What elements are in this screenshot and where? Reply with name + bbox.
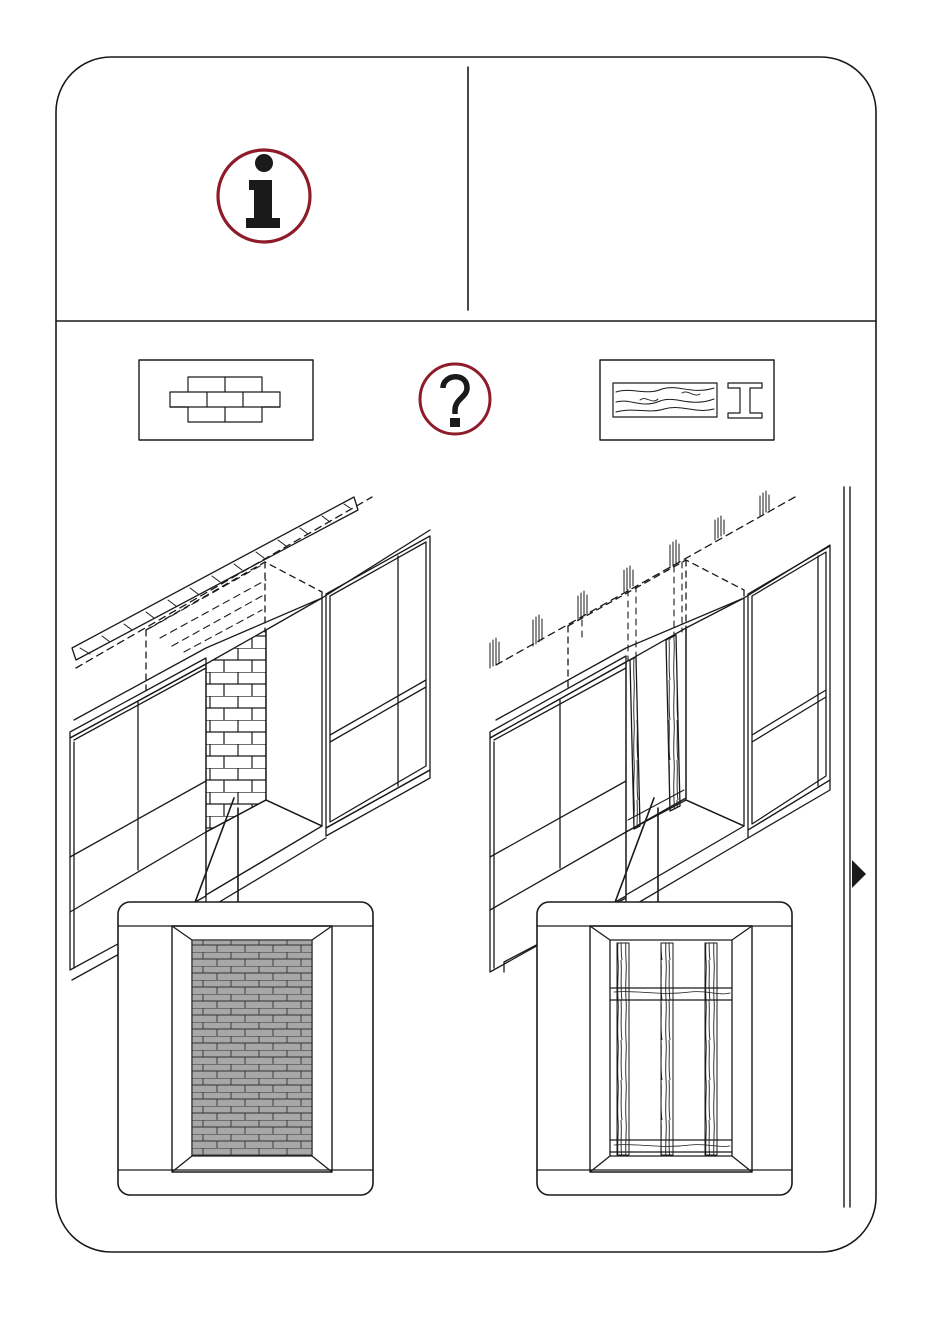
question-icon [420, 364, 490, 434]
wood-detail-callout [537, 798, 792, 1195]
steel-i-beam-icon [728, 383, 762, 418]
next-page-arrow-icon[interactable] [852, 860, 866, 888]
brick-detail-callout [118, 798, 373, 1195]
info-icon [218, 150, 310, 242]
wood-wall-isometric [490, 491, 830, 972]
wood-grain-icon [600, 360, 774, 440]
brick-icon [139, 360, 313, 440]
